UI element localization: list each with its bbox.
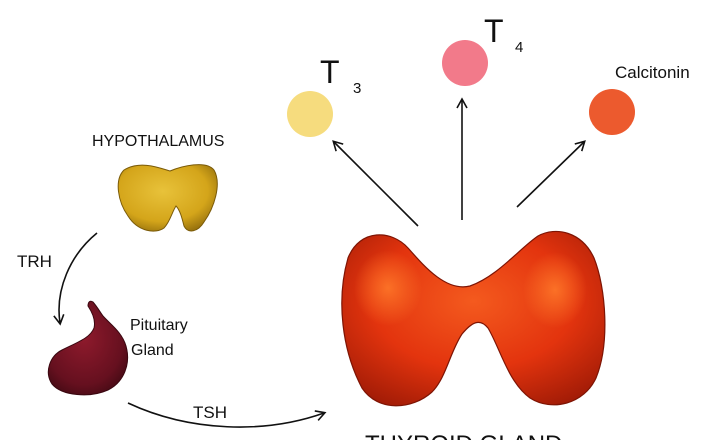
pituitary-gland-shape: [47, 300, 129, 396]
t3-letter: T: [320, 54, 340, 90]
pituitary-label-line2: Gland: [131, 342, 174, 359]
calcitonin-hormone-circle: [589, 89, 635, 135]
pituitary-label-line1: Pituitary: [130, 317, 188, 334]
t4-letter: T: [484, 13, 504, 49]
t4-subscript: 4: [515, 39, 523, 56]
t4-hormone-circle: [442, 40, 488, 86]
t3-hormone-circle: [287, 91, 333, 137]
tsh-label: TSH: [193, 403, 227, 422]
thyroid-gland-label: THYROID GLAND: [365, 431, 562, 440]
tsh-arrow: [127, 402, 327, 428]
calcitonin-label: Calcitonin: [615, 63, 690, 82]
arrow-to-t3: [332, 140, 419, 227]
hypothalamus-label: HYPOTHALAMUS: [92, 133, 224, 150]
trh-label: TRH: [17, 252, 52, 271]
thyroid-left-highlight: [354, 250, 422, 326]
thyroid-right-highlight: [523, 252, 587, 328]
hypothalamus-shape: [117, 164, 218, 232]
arrow-to-calcitonin: [516, 140, 586, 208]
t3-subscript: 3: [353, 80, 361, 97]
trh-arrow: [53, 232, 98, 326]
